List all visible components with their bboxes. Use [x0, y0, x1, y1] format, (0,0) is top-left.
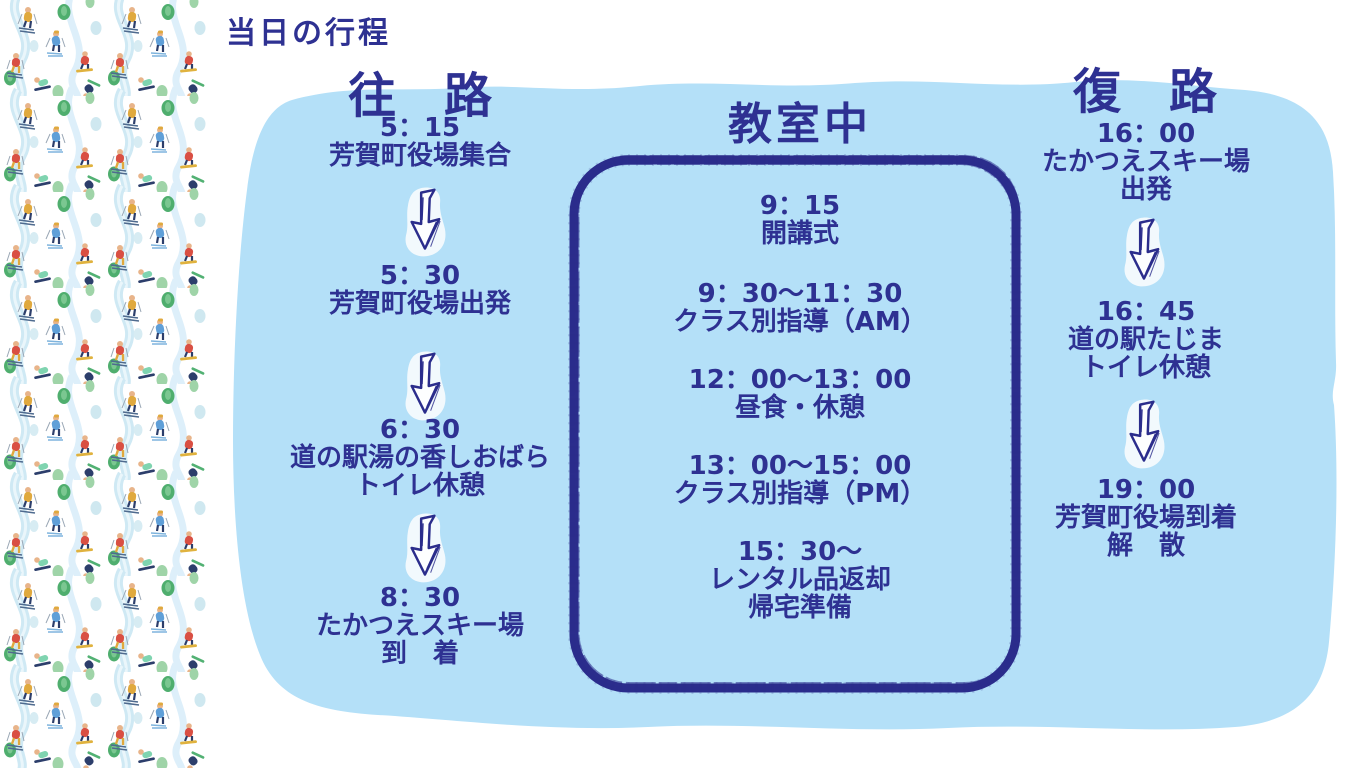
stop-label: たかつえスキー場 — [1041, 147, 1250, 177]
stop-time: 19：00 — [1096, 475, 1196, 505]
return-stop-3: 19：00 芳賀町役場到着 解 散 — [995, 476, 1297, 560]
down-arrow-icon — [404, 186, 447, 258]
item-label: 開講式 — [760, 219, 839, 249]
down-arrow-icon — [1123, 398, 1166, 470]
classroom-header: 教室中 — [728, 99, 872, 150]
return-header: 復 路 — [1072, 64, 1217, 120]
stop-time: 6：30 — [379, 415, 461, 445]
stop-label: トイレ休憩 — [1080, 353, 1211, 383]
down-arrow-icon — [404, 512, 447, 584]
down-arrow-icon — [404, 350, 447, 422]
item-label: クラス別指導（PM） — [673, 479, 927, 509]
stop-label: 出発 — [1119, 175, 1172, 205]
stop-time: 5：30 — [379, 261, 461, 291]
outbound-stop-2: 5：30 芳賀町役場出発 — [250, 262, 590, 318]
item-label: 帰宅準備 — [747, 593, 852, 623]
stop-label: たかつえスキー場 — [315, 611, 524, 641]
stop-label: 到 着 — [380, 639, 459, 669]
stop-label: 解 散 — [1106, 531, 1185, 561]
item-label: 昼食・休憩 — [734, 393, 865, 423]
item-label: クラス別指導（AM） — [673, 307, 927, 337]
stop-label: 芳賀町役場集合 — [328, 141, 511, 171]
classroom-crayon-box — [568, 154, 1022, 694]
stop-time: 5：15 — [379, 113, 461, 143]
return-stop-2: 16：45 道の駅たじま トイレ休憩 — [995, 298, 1297, 382]
page-title: 当日の行程 — [226, 16, 391, 51]
stop-label: 道の駅たじま — [1067, 325, 1224, 355]
stop-time: 16：45 — [1096, 297, 1196, 327]
outbound-header: 往 路 — [347, 68, 492, 124]
down-arrow-icon — [1123, 216, 1166, 288]
item-time: 15：30～ — [737, 537, 863, 567]
outbound-stop-4: 8：30 たかつえスキー場 到 着 — [250, 584, 590, 668]
stop-time: 8：30 — [379, 583, 461, 613]
item-label: レンタル品返却 — [708, 565, 891, 595]
item-time: 9：30～11：30 — [697, 279, 903, 309]
item-time: 12：00～13：00 — [688, 365, 912, 395]
stop-label: トイレ休憩 — [354, 471, 485, 501]
classroom-item-4: 13：00～15：00 クラス別指導（PM） — [620, 452, 980, 508]
return-stop-1: 16：00 たかつえスキー場 出発 — [995, 120, 1297, 204]
stop-time: 16：00 — [1096, 119, 1196, 149]
item-time: 9：15 — [759, 191, 841, 221]
classroom-item-5: 15：30～ レンタル品返却 帰宅準備 — [620, 538, 980, 622]
ski-pattern-strip-icon — [0, 0, 210, 768]
outbound-stop-1: 5：15 芳賀町役場集合 — [250, 114, 590, 170]
classroom-item-1: 9：15 開講式 — [620, 192, 980, 248]
classroom-item-3: 12：00～13：00 昼食・休憩 — [620, 366, 980, 422]
stop-label: 芳賀町役場到着 — [1054, 503, 1237, 533]
item-time: 13：00～15：00 — [688, 451, 912, 481]
outbound-stop-3: 6：30 道の駅湯の香しおばら トイレ休憩 — [250, 416, 590, 500]
stop-label: 道の駅湯の香しおばら — [289, 443, 550, 473]
stop-label: 芳賀町役場出発 — [328, 289, 511, 319]
classroom-item-2: 9：30～11：30 クラス別指導（AM） — [620, 280, 980, 336]
